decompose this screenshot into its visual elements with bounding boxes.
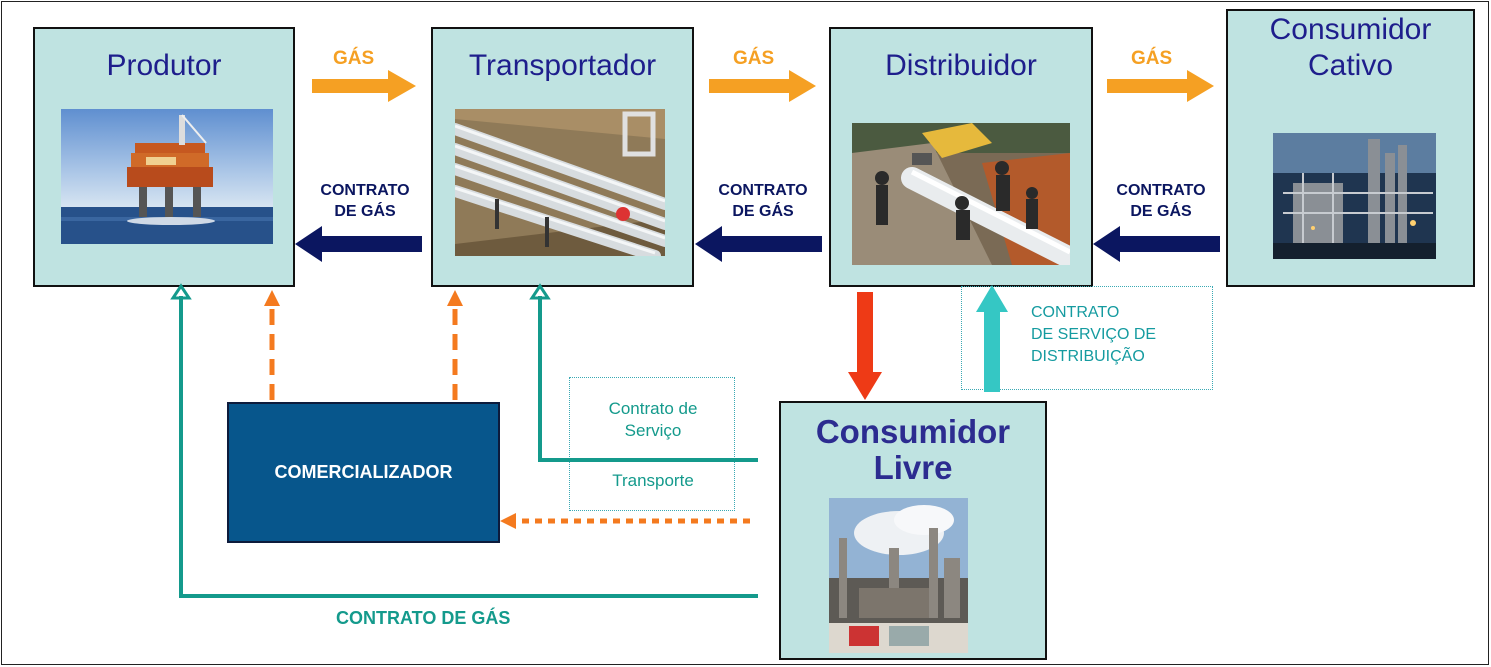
comercializador-box: COMERCIALIZADOR xyxy=(227,402,500,543)
de-gas-line: DE GÁS xyxy=(334,203,396,220)
industrial-plant-photo xyxy=(829,498,968,653)
cyan-service-arrow xyxy=(976,285,1008,392)
transportador-title: Transportador xyxy=(468,49,657,82)
gas-flow-arrows xyxy=(312,70,1214,102)
consumidor-livre-title-line2: Livre xyxy=(873,449,953,486)
contrato-servico-transporte-line1: Contrato de xyxy=(608,399,698,418)
pipeline-photo xyxy=(455,109,665,256)
transportador-box: Transportador xyxy=(431,27,694,287)
contrato-servico-transporte-label-bottom: Transporte xyxy=(612,471,694,490)
dashed-orange-arrows xyxy=(269,305,458,400)
consumidor-livre-title-line1: Consumidor xyxy=(815,413,1011,450)
contrato-label-3: CONTRATO DE GÁS xyxy=(1101,180,1221,222)
pipeline-workers-photo xyxy=(852,123,1070,265)
gas-label-1: GÁS xyxy=(333,48,375,69)
produtor-title: Produtor xyxy=(106,49,222,82)
contrato-servico-transporte-line2: Serviço xyxy=(624,421,682,440)
contrato-servico-transporte-frame xyxy=(569,377,735,511)
contrato-label-2: CONTRATO DE GÁS xyxy=(703,180,823,222)
contrato-line: CONTRATO xyxy=(1116,182,1206,199)
contract-arrow-1 xyxy=(322,236,422,252)
gas-arrow-2 xyxy=(709,79,789,93)
contrato-servico-distribuicao-line2: DE SERVIÇO DE xyxy=(1031,326,1157,343)
produtor-box: Produtor xyxy=(33,27,295,287)
contrato-servico-distribuicao-line1: CONTRATO xyxy=(1031,304,1120,321)
gas-arrow-1 xyxy=(312,79,388,93)
contract-arrow-3 xyxy=(1120,236,1220,252)
de-gas-line: DE GÁS xyxy=(1130,203,1192,220)
red-supply-arrow xyxy=(848,292,882,400)
consumidor-cativo-title-line1: Consumidor xyxy=(1269,13,1432,46)
contract-arrows xyxy=(295,226,1220,262)
contrato-servico-distribuicao-label: CONTRATO DE SERVIÇO DE DISTRIBUIÇÃO xyxy=(1031,302,1156,368)
contrato-label-1: CONTRATO DE GÁS xyxy=(305,180,425,222)
de-gas-line: DE GÁS xyxy=(732,203,794,220)
contrato-servico-distribuicao-line3: DISTRIBUIÇÃO xyxy=(1031,348,1145,365)
refinery-photo xyxy=(1273,133,1436,259)
distribuidor-title: Distribuidor xyxy=(885,49,1037,82)
offshore-oil-platform-photo xyxy=(61,109,273,244)
gas-label-3: GÁS xyxy=(1131,48,1173,69)
distribuidor-box: Distribuidor xyxy=(829,27,1093,287)
consumidor-cativo-box: Consumidor Cativo xyxy=(1226,9,1475,287)
gas-arrow-3 xyxy=(1107,79,1187,93)
contrato-servico-distribuicao-frame xyxy=(961,286,1213,390)
contract-arrow-2 xyxy=(722,236,822,252)
consumidor-livre-box: Consumidor Livre xyxy=(779,401,1047,660)
contrato-de-gas-bottom-label: CONTRATO DE GÁS xyxy=(336,608,511,628)
gas-label-2: GÁS xyxy=(733,48,775,69)
consumidor-cativo-title-line2: Cativo xyxy=(1307,49,1394,82)
contrato-line: CONTRATO xyxy=(718,182,808,199)
comercializador-label: COMERCIALIZADOR xyxy=(274,462,453,482)
contrato-line: CONTRATO xyxy=(320,182,410,199)
contrato-servico-transporte-label-top: Contrato de Serviço xyxy=(570,398,736,442)
teal-contract-lines xyxy=(179,296,758,598)
